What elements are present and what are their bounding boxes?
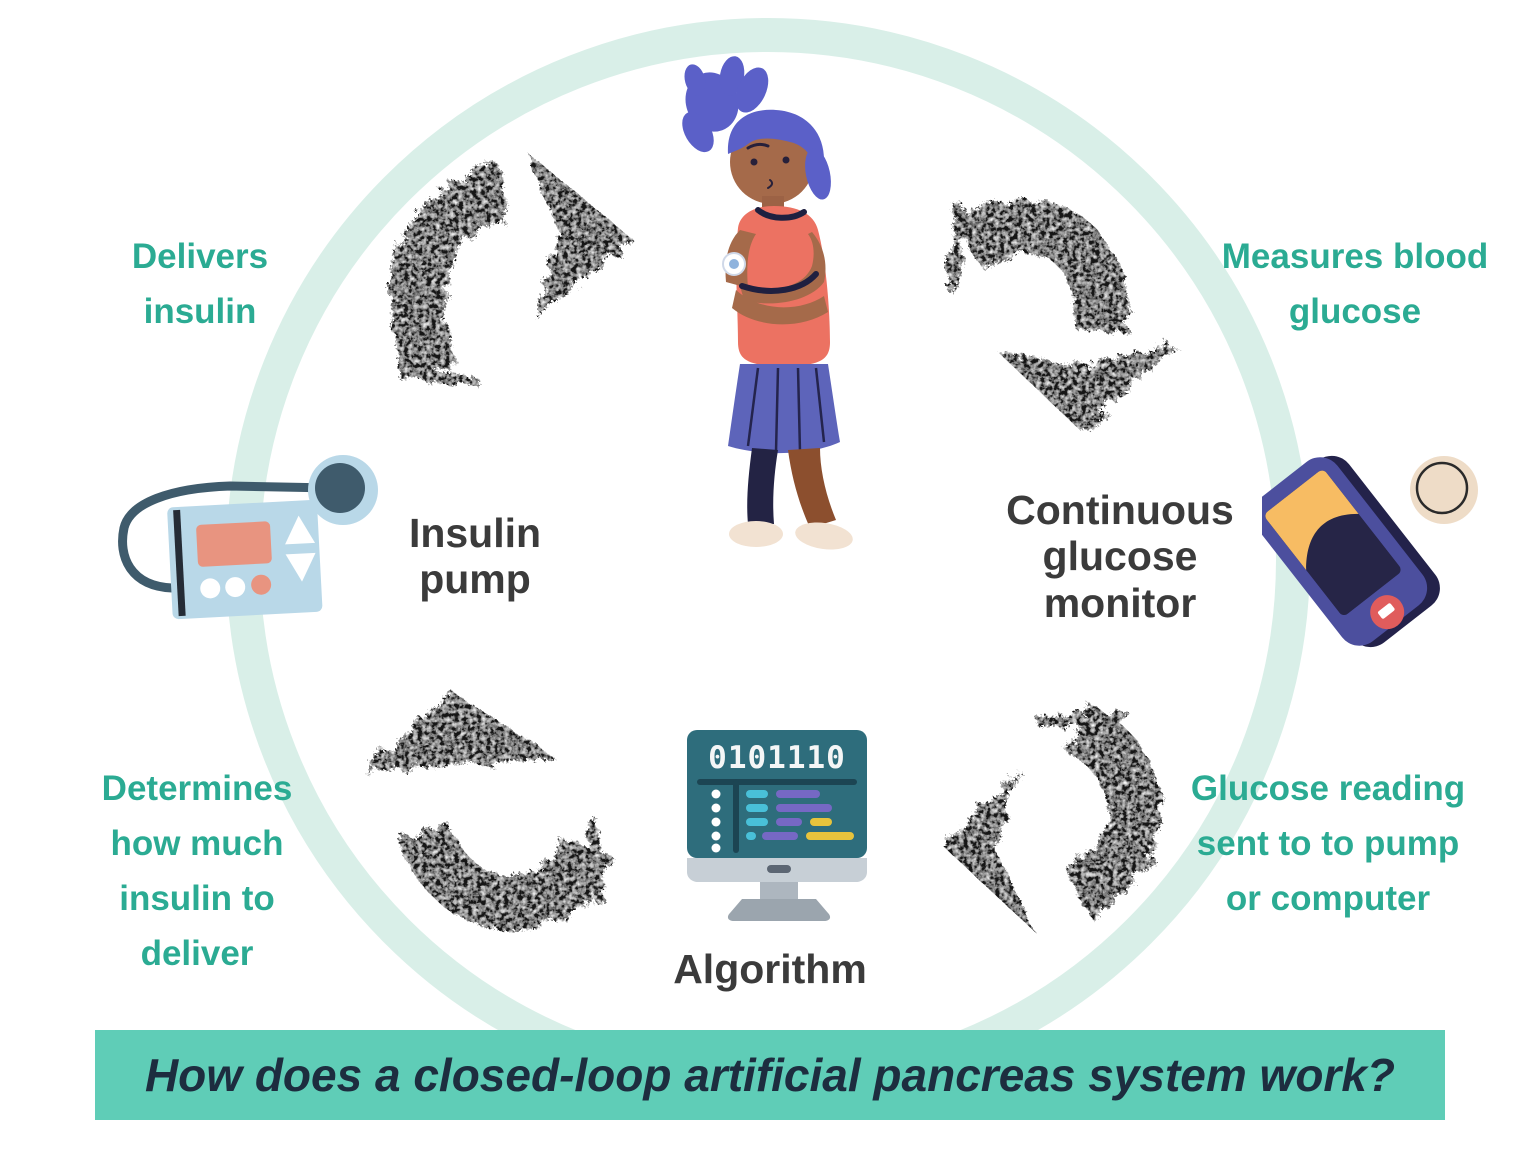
caption-determines-insulin: Determines how much insulin to deliver — [101, 769, 293, 973]
title-banner: How does a closed-loop artificial pancre… — [95, 1030, 1445, 1120]
cgm-home-button — [1370, 595, 1405, 630]
arrow-pump-to-person-icon — [389, 152, 634, 385]
person-hair-ponytail — [682, 56, 769, 153]
label-algorithm: Algorithm — [673, 946, 867, 992]
code-bars — [746, 790, 854, 840]
caption-measures-blood-glucose: Measures blood glucose — [1221, 237, 1489, 331]
computer-base — [727, 899, 831, 921]
person-arm-shadow — [739, 271, 819, 294]
cgm-sensor-icon — [1410, 456, 1478, 524]
person-collar — [755, 207, 807, 221]
binary-code: 0101110 — [708, 740, 846, 776]
pump-screen — [196, 521, 272, 567]
pump-button-1 — [200, 578, 221, 599]
arrow-person-to-cgm-icon — [948, 200, 1176, 432]
pump-side-stripe — [173, 509, 186, 617]
arrow-cgm-to-algorithm-icon — [945, 703, 1161, 932]
person-top — [736, 206, 830, 366]
pump-up-arrow — [285, 515, 316, 545]
person-skirt-pleats — [746, 367, 826, 453]
label-continuous-glucose-monitor: Continuous glucose monitor — [1006, 487, 1234, 626]
person-hair-top — [727, 109, 824, 188]
person-shoe-left — [729, 521, 783, 547]
page-title: How does a closed-loop artificial pancre… — [144, 1049, 1396, 1101]
label-insulin-pump: Insulin pump — [408, 510, 542, 603]
algorithm-computer-icon: 0101110 — [687, 730, 867, 921]
insulin-pump-icon — [118, 455, 378, 620]
person-back-leg — [747, 448, 778, 524]
caption-delivers-insulin: Delivers insulin — [131, 237, 269, 331]
pump-button-2 — [225, 577, 246, 598]
cgm-screen-glare — [1263, 468, 1359, 571]
person-shoe-right — [795, 522, 853, 550]
pump-button-3 — [251, 574, 272, 595]
caption-glucose-reading: Glucose reading sent to to pump or compu… — [1190, 769, 1466, 918]
person-face — [746, 142, 790, 189]
code-line-numbers — [711, 789, 721, 853]
pump-down-arrow — [285, 552, 316, 582]
infusion-set-inner — [315, 463, 365, 513]
person-front-leg — [788, 448, 836, 528]
arrow-algorithm-to-pump-icon — [362, 692, 614, 931]
pump-tubing — [118, 481, 337, 593]
arm-sensor-icon — [722, 252, 746, 276]
person-hair-side — [805, 148, 831, 200]
computer-power-pill — [767, 865, 791, 873]
person-illustration — [682, 56, 853, 550]
cgm-device-icon — [1262, 455, 1478, 648]
